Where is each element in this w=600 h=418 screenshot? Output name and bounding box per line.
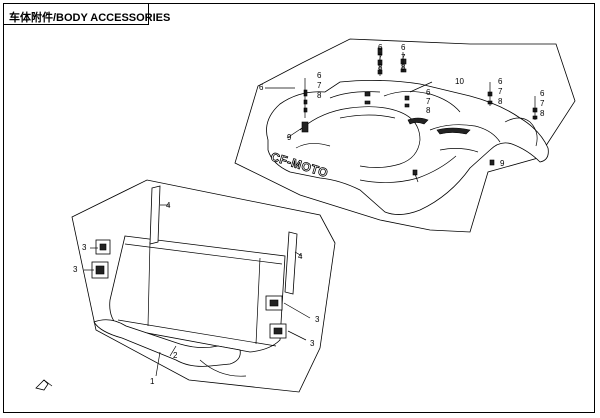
callout-3: 3 (315, 315, 320, 324)
callout-7: 7 (540, 99, 545, 108)
callout-2: 2 (173, 351, 178, 360)
callout-10: 10 (455, 77, 464, 86)
front-fender-part (266, 80, 549, 215)
callout-8: 8 (498, 97, 503, 106)
callout-8: 8 (378, 63, 383, 72)
callout-4: 4 (166, 201, 171, 210)
callout-3: 3 (73, 265, 78, 274)
callout-8: 8 (540, 109, 545, 118)
lower-leaders (84, 204, 311, 377)
title-box: 车体附件/BODY ACCESSORIES (3, 3, 170, 25)
callout-6: 6 (378, 43, 383, 52)
callout-6: 6 (317, 71, 322, 80)
callout-9: 9 (500, 159, 505, 168)
callout-6: 6 (426, 88, 431, 97)
callout-7: 7 (378, 53, 383, 62)
callout-3: 3 (82, 243, 87, 252)
callout-7: 7 (317, 81, 322, 90)
callout-1: 1 (150, 377, 155, 386)
callout-6: 6 (401, 43, 406, 52)
upper-leaders (265, 52, 536, 183)
front-bumper-box-part (93, 185, 298, 377)
callout-4: 4 (298, 252, 303, 261)
callout-6: 6 (498, 77, 503, 86)
callout-3: 3 (310, 339, 315, 348)
callout-7: 7 (401, 53, 406, 62)
orientation-arrow-icon (35, 379, 53, 391)
page-title: 车体附件/BODY ACCESSORIES (9, 12, 171, 24)
callout-6: 6 (540, 89, 545, 98)
callout-9: 9 (287, 133, 292, 142)
brackets (91, 239, 287, 339)
drawing-frame (3, 3, 595, 413)
callout-6: 6 (259, 83, 264, 92)
callout-7: 7 (498, 87, 503, 96)
callout-8: 8 (426, 106, 431, 115)
callout-7: 7 (426, 97, 431, 106)
callout-8: 8 (317, 91, 322, 100)
callout-8: 8 (401, 63, 406, 72)
